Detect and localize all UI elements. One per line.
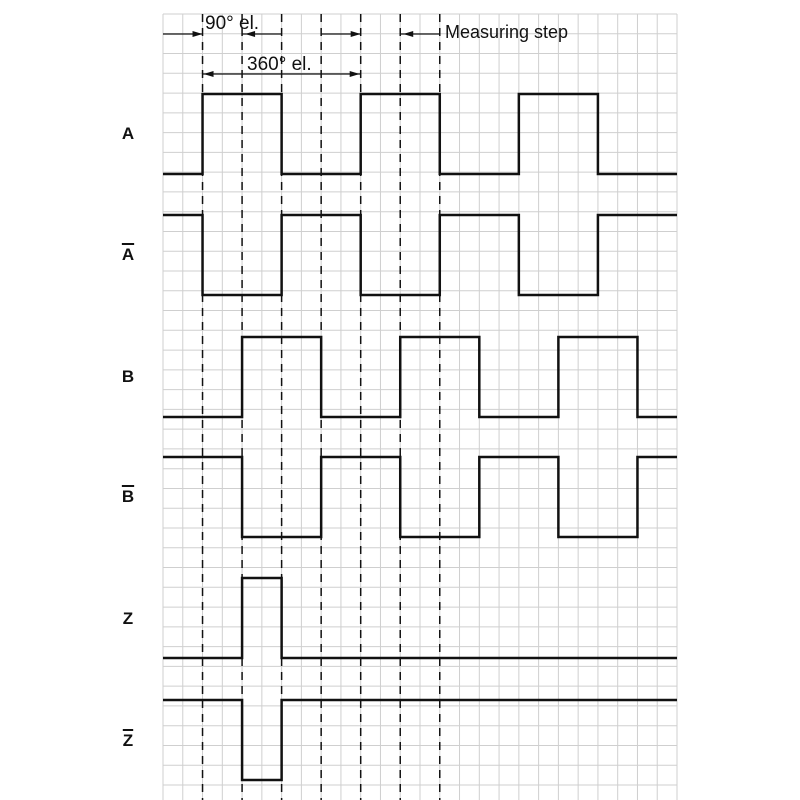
- arrow-head-left: [245, 31, 256, 37]
- signal-waveform-a-inverted: [163, 213, 677, 297]
- signal-label-z: Z: [122, 609, 134, 628]
- signal-waveform-b-inverted: [163, 455, 677, 539]
- arrow-head-left: [403, 31, 414, 37]
- signal-label-b: B: [121, 367, 135, 386]
- label-measuring-step: Measuring step: [445, 22, 569, 42]
- signal-waveform-b: [163, 335, 677, 419]
- arrow-head-left: [203, 71, 214, 77]
- label-90-deg: 90° el.: [205, 13, 260, 34]
- signal-label-b-inverted: B: [121, 487, 135, 506]
- signal-waveform-z: [163, 576, 677, 660]
- signal-label-a: A: [121, 124, 135, 143]
- signal-label-a-inverted: A: [121, 245, 135, 264]
- signal-label-z-inverted: Z: [122, 731, 134, 750]
- arrow-head-right: [350, 31, 361, 37]
- arrow-head-right: [349, 71, 360, 77]
- signal-waveform-a: [163, 92, 677, 176]
- signal-waveform-z-inverted: [163, 698, 677, 782]
- label-360-deg: 360° el.: [247, 54, 312, 75]
- arrow-head-right: [192, 31, 203, 37]
